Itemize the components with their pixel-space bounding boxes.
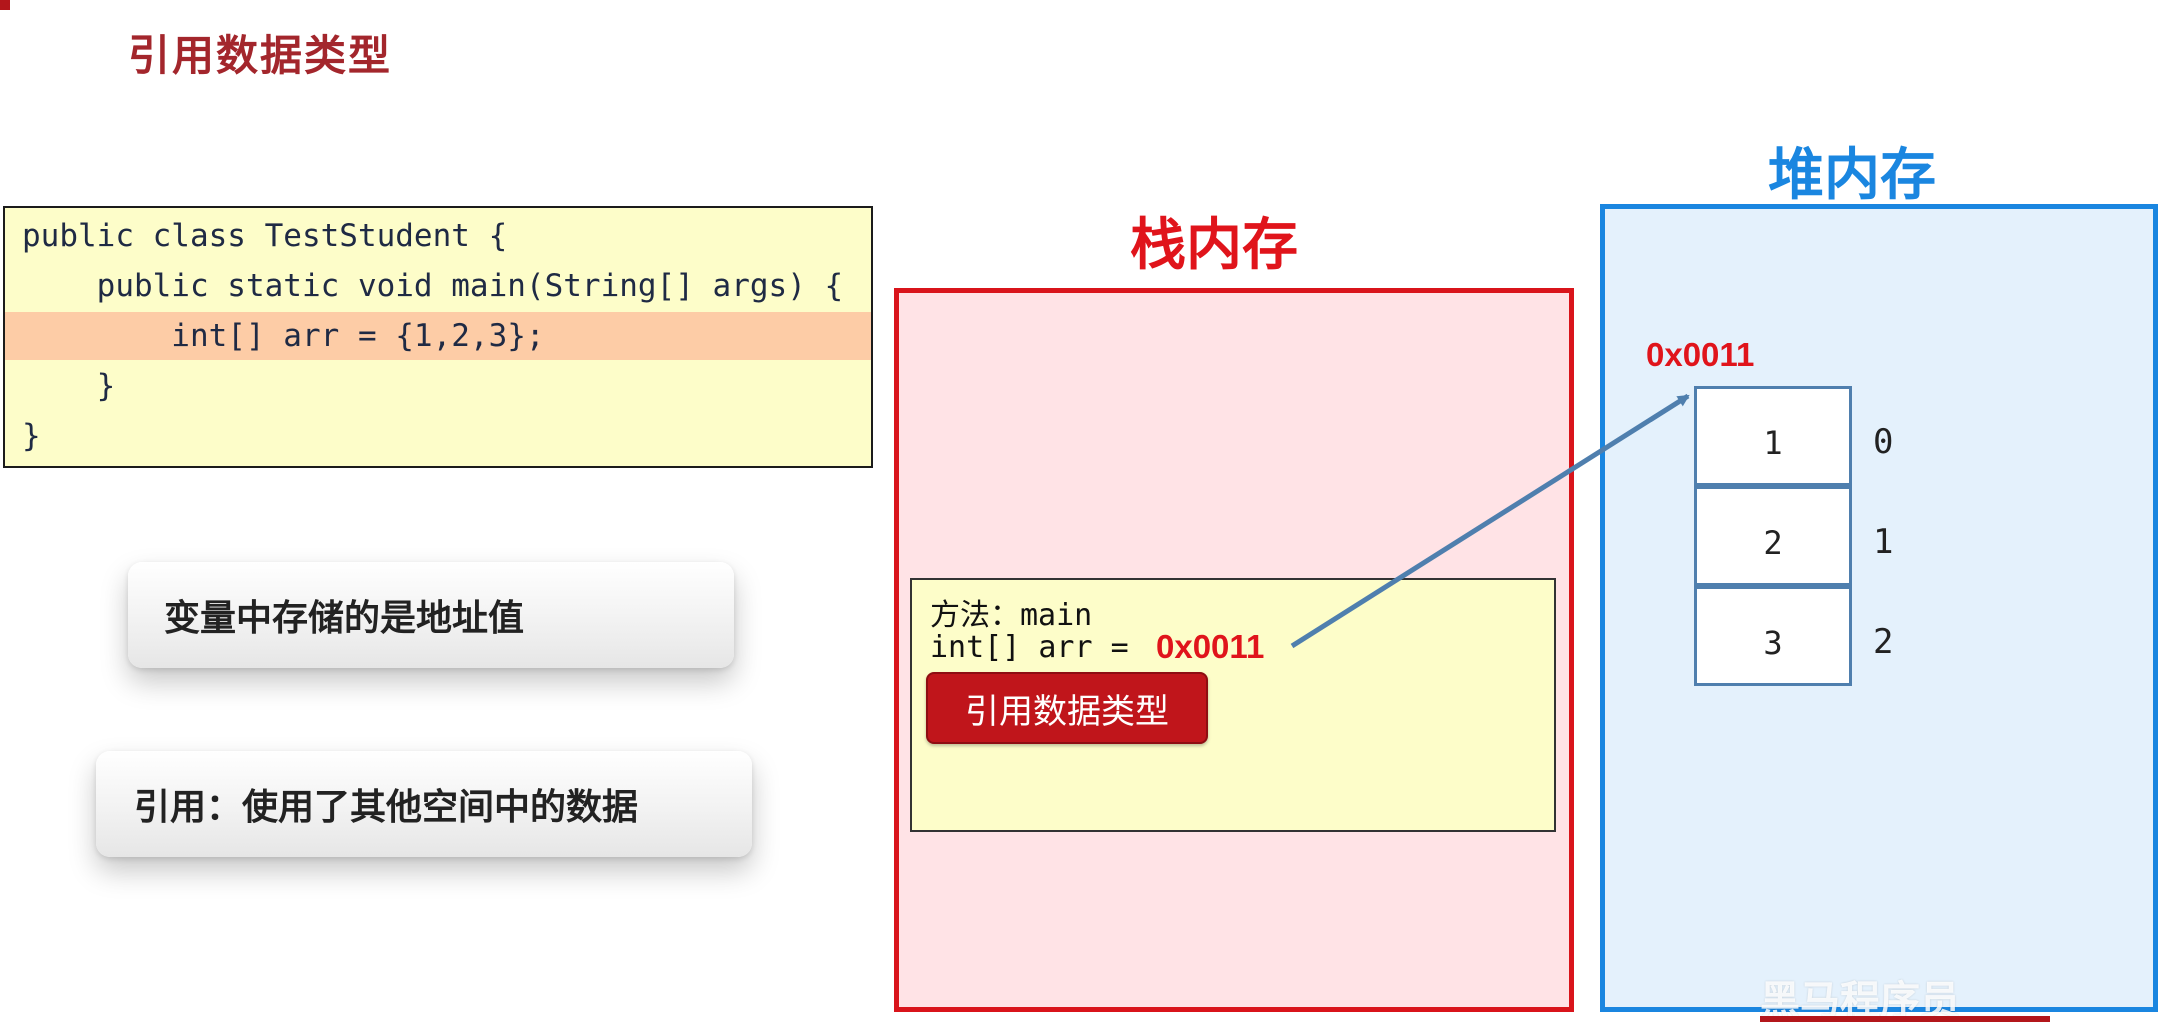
callout-address-value: 变量中存储的是地址值 [128,562,734,668]
stack-address-value: 0x0011 [1156,628,1265,665]
method-label: 方法：main [930,598,1093,633]
code-line-5: } [22,418,41,454]
heap-memory-title: 堆内存 [1768,143,1936,208]
callout-reference-definition: 引用：使用了其他空间中的数据 [96,751,752,857]
array-cell-2 [1694,586,1852,686]
array-cell-0 [1694,386,1852,486]
array-cell-1-value: 2 [1763,524,1783,562]
callout-address-value-text: 变量中存储的是地址值 [164,598,525,639]
code-line-3-highlighted: int[] arr = {1,2,3}; [5,312,871,360]
code-line-4: } [22,368,116,404]
watermark-bar [1760,1016,2050,1022]
array-index-1: 1 [1873,522,1894,562]
reference-type-button[interactable]: 引用数据类型 [926,672,1208,744]
corner-mark [0,0,10,10]
array-cell-1 [1694,486,1852,586]
stack-memory-title: 栈内存 [1130,213,1298,278]
code-line-1: public class TestStudent { [22,218,508,254]
variable-label: int[] arr = [930,630,1147,665]
callout-reference-definition-text: 引用：使用了其他空间中的数据 [134,787,639,828]
array-cell-2-value: 3 [1763,624,1783,662]
array-index-2: 2 [1873,622,1894,662]
heap-memory-area [1600,204,2158,1012]
code-block: public class TestStudent { public static… [3,206,873,468]
code-line-2: public static void main(String[] args) { [22,268,844,304]
heap-address-label: 0x0011 [1646,336,1755,373]
array-cell-0-value: 1 [1763,424,1783,462]
slide-title: 引用数据类型 [128,31,393,80]
array-index-0: 0 [1873,422,1894,462]
